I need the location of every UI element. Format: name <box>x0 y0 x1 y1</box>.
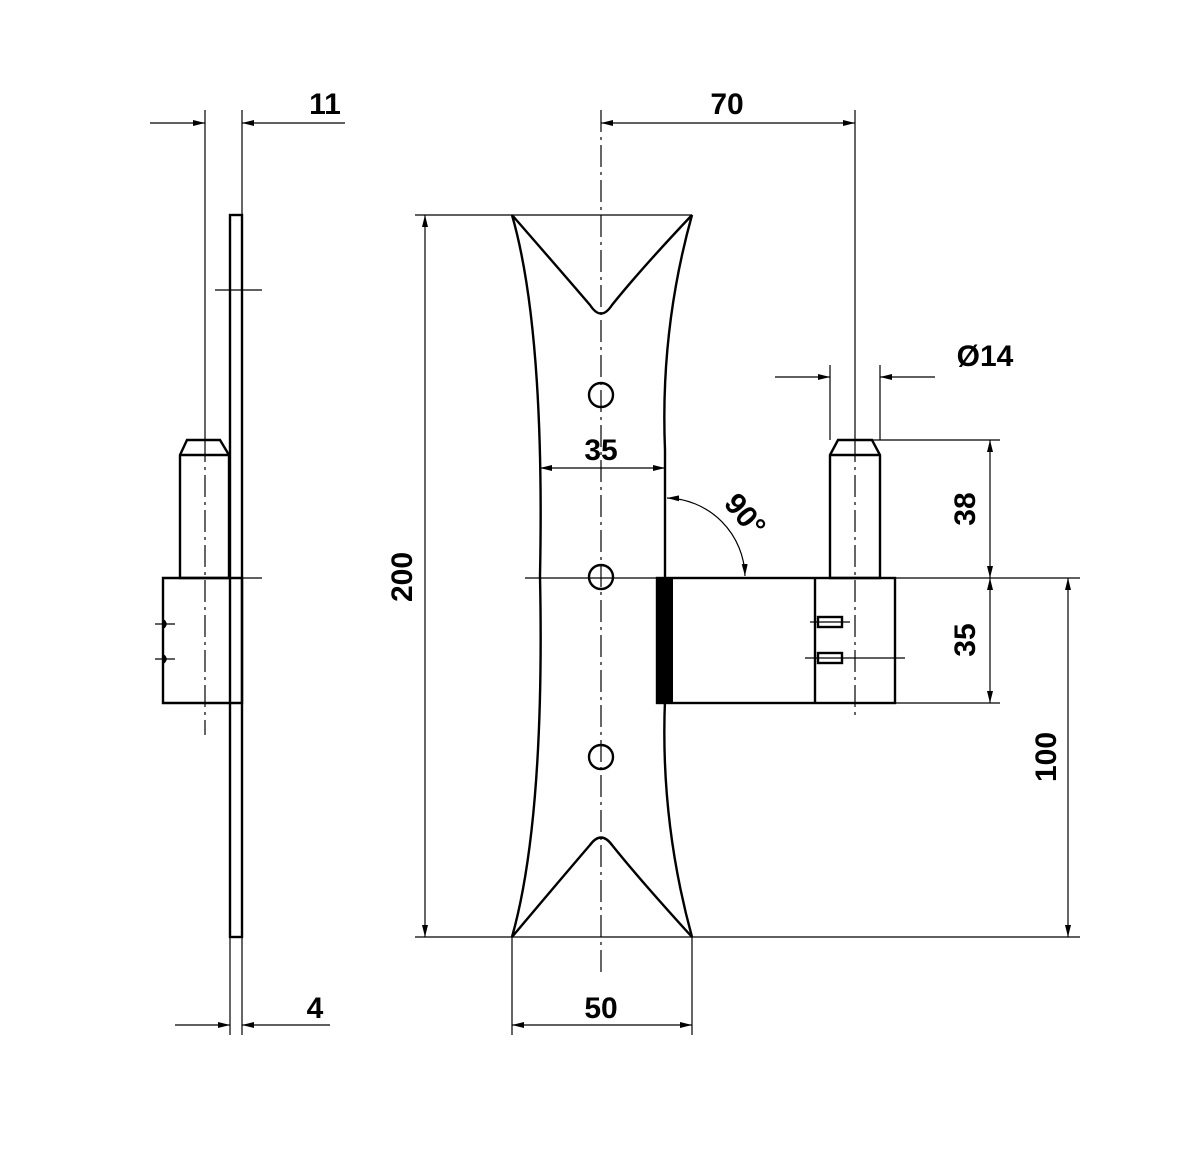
dim-inner-width-label: 35 <box>584 434 617 467</box>
dim-height-label: 200 <box>386 552 419 602</box>
weld-strip <box>657 578 673 703</box>
side-plate <box>228 213 244 939</box>
dim-plate-width-label: 50 <box>584 992 617 1025</box>
side-view: 11 4 <box>150 88 345 1035</box>
dim-pin-height-label: 38 <box>949 492 982 525</box>
dim-thickness-label: 11 <box>309 88 341 121</box>
dim-offset-label: 100 <box>1030 732 1063 782</box>
angle-arc <box>666 495 748 577</box>
dim-angle-label: 90° <box>717 487 771 543</box>
front-view: 70 Ø14 35 90° 200 38 35 100 50 <box>386 88 1080 1035</box>
dim-width-label: 70 <box>710 88 743 121</box>
dim-plate-thickness-label: 4 <box>307 992 324 1025</box>
hinge-block <box>655 576 897 705</box>
hinge-plate <box>510 214 694 938</box>
dim-block-height-label: 35 <box>949 623 982 656</box>
dim-pin-diameter-label: Ø14 <box>957 340 1014 373</box>
side-block <box>161 576 244 705</box>
